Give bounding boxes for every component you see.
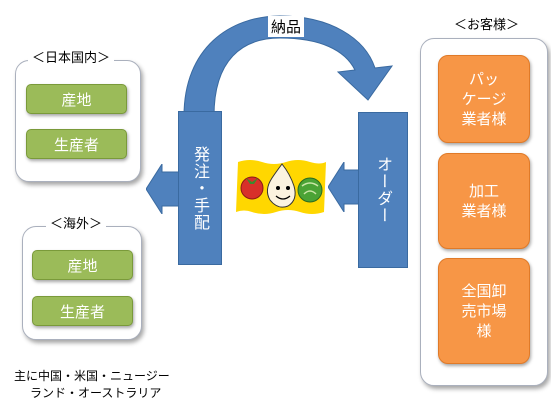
overseas-note-line2: ランド・オーストラリア <box>30 386 162 400</box>
domestic-group <box>15 60 141 182</box>
customers-title: ＜お客様＞ <box>450 18 524 34</box>
purchase-box: 発注・手配 <box>178 111 222 265</box>
overseas-origin: 産地 <box>32 250 133 280</box>
domestic-producer: 生産者 <box>26 129 127 159</box>
overseas-note-line1: 主に中国・米国・ニュージー <box>14 369 170 383</box>
vegetables-icon <box>236 160 326 214</box>
overseas-title: ＜海外＞ <box>46 217 107 233</box>
delivery-label: 納品 <box>268 16 305 37</box>
order-arrow-head <box>328 162 362 212</box>
delivery-curved-arrow <box>183 15 394 117</box>
purchase-arrow-head <box>146 164 180 214</box>
overseas-producer: 生産者 <box>32 296 133 326</box>
customer-packaging: パッ ケージ 業者様 <box>438 55 530 143</box>
order-box: オーダー <box>358 112 408 268</box>
domestic-title: ＜日本国内＞ <box>28 51 115 67</box>
customer-processing: 加工 業者様 <box>438 153 530 249</box>
domestic-origin: 産地 <box>26 84 127 114</box>
customer-wholesale-market: 全国卸 売市場 様 <box>438 258 530 364</box>
